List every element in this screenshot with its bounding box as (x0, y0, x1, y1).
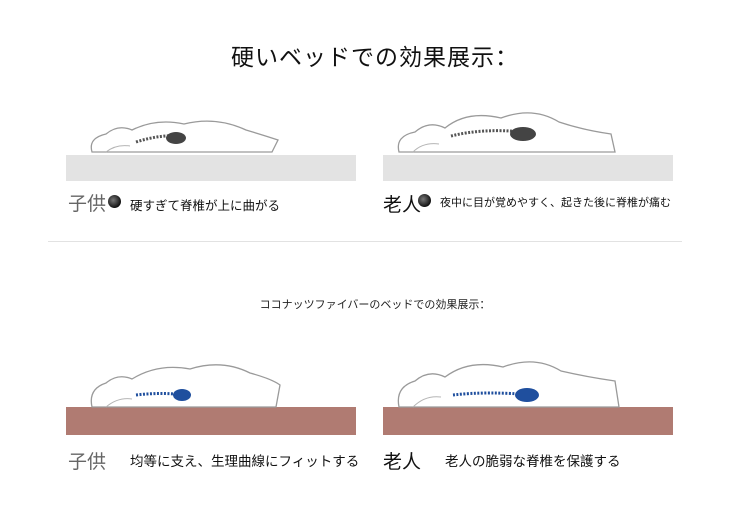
hard-bed-elder-illustration (383, 100, 673, 190)
hard-bed-elder-caption: 夜中に目が覚めやすく、起きた後に脊椎が痛む (440, 196, 671, 209)
section-divider (48, 241, 682, 242)
hard-bed-child-caption: 硬すぎて脊椎が上に曲がる (130, 198, 281, 213)
hard-bed-child-illustration (66, 100, 356, 190)
body-outline (397, 361, 620, 408)
page-title: 硬いベッドでの効果展示： (231, 45, 519, 71)
bullet-icon (418, 194, 431, 207)
coconut-bed-child-caption: 均等に支え、生理曲線にフィットする (130, 454, 360, 470)
body-outline (397, 112, 616, 153)
spine (135, 134, 185, 144)
hard-mattress (66, 155, 356, 181)
bullet-icon (108, 195, 121, 208)
coconut-mattress (383, 407, 673, 435)
hard-bed-elder-label: 老人 (383, 194, 422, 216)
body-outline (90, 364, 281, 408)
coconut-bed-elder-label: 老人 (383, 451, 422, 473)
section-subtitle: ココナッツファイバーのベッドでの効果展示： (259, 298, 491, 311)
coconut-bed-elder-caption: 老人の脆弱な脊椎を保護する (445, 454, 621, 470)
coconut-bed-child-label: 子供 (68, 451, 107, 473)
coconut-bed-elder-illustration (383, 345, 673, 435)
pelvis (173, 389, 191, 401)
hard-mattress (383, 155, 673, 181)
pelvis (166, 132, 186, 144)
hard-bed-child-label: 子供 (68, 193, 107, 215)
coconut-mattress (66, 407, 356, 435)
pelvis (510, 127, 536, 141)
coconut-bed-child-illustration (66, 345, 356, 435)
pelvis (515, 388, 539, 402)
